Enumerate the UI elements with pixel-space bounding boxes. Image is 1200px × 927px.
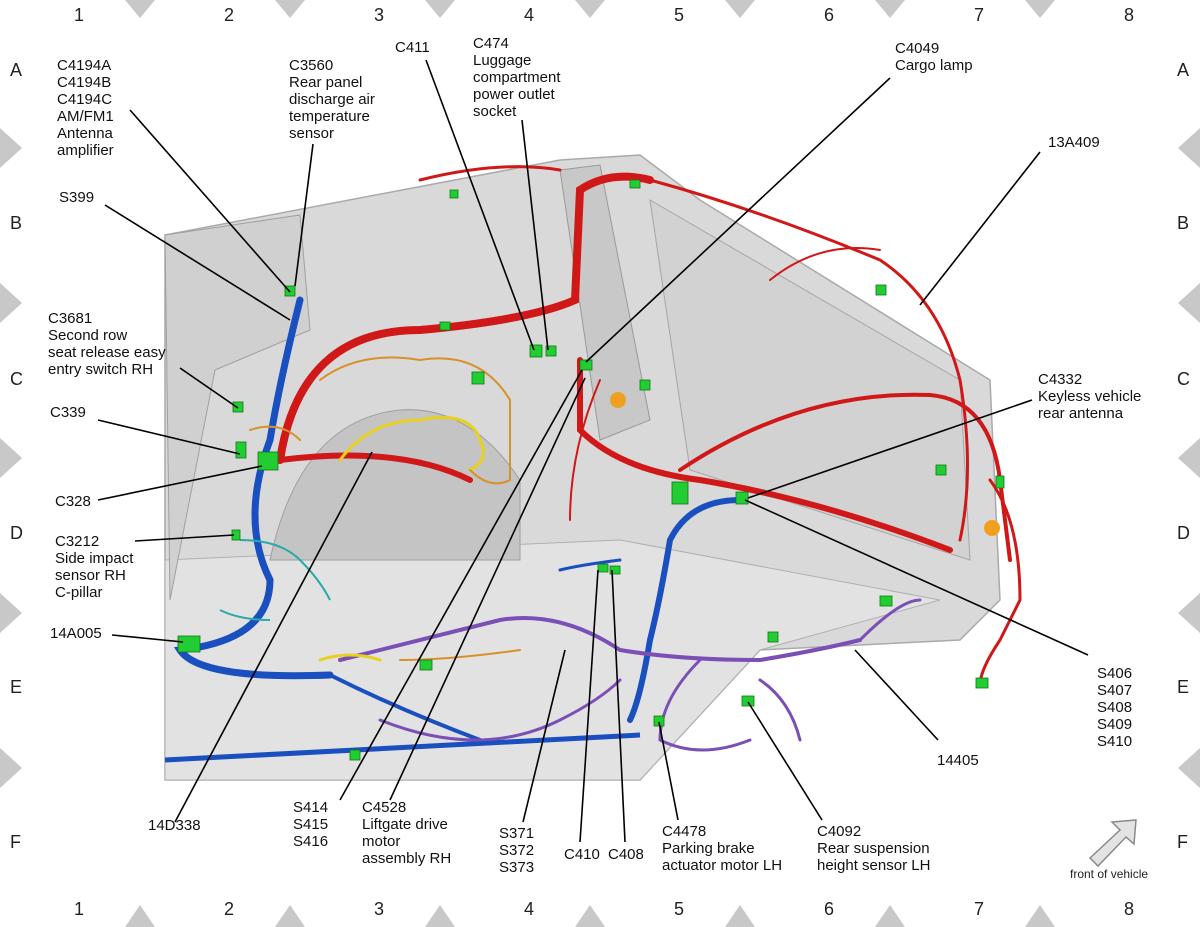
row-label-right-c: C xyxy=(1177,369,1190,389)
label-c4332: C4332 Keyless vehicle rear antenna xyxy=(1038,371,1142,422)
column-label-bottom-7: 7 xyxy=(974,899,985,919)
column-label-bottom-6: 6 xyxy=(824,899,835,919)
label-14a005: 14A005 xyxy=(50,625,102,642)
label-c4528: C4528 Liftgate drive motor assembly RH xyxy=(362,799,452,867)
row-label-left-a: A xyxy=(10,60,23,80)
row-label-left-d: D xyxy=(10,523,23,543)
column-label-top-8: 8 xyxy=(1124,5,1135,25)
row-label-right-b: B xyxy=(1177,213,1190,233)
label-c410: C410 xyxy=(564,846,600,863)
column-label-bottom-3: 3 xyxy=(374,899,385,919)
row-label-left-f: F xyxy=(10,832,21,852)
label-c3560: C3560 Rear panel discharge air temperatu… xyxy=(289,57,375,142)
column-label-top-6: 6 xyxy=(824,5,835,25)
label-13a409: 13A409 xyxy=(1048,134,1100,151)
row-label-right-e: E xyxy=(1177,677,1190,697)
row-label-left-b: B xyxy=(10,213,23,233)
column-label-bottom-2: 2 xyxy=(224,899,235,919)
harness-blue xyxy=(173,296,743,742)
label-14d338: 14D338 xyxy=(148,817,201,834)
column-label-bottom-1: 1 xyxy=(74,899,85,919)
label-s371-s373: S371 S372 S373 xyxy=(499,825,535,876)
label-c3212: C3212 Side impact sensor RH C-pillar xyxy=(55,533,134,601)
front-of-vehicle-label: front of vehicle xyxy=(1070,867,1149,881)
label-c474: C474 Luggage compartment power outlet so… xyxy=(473,35,561,120)
column-label-top-4: 4 xyxy=(524,5,535,25)
orange-components xyxy=(610,392,1000,536)
harness-purple xyxy=(338,598,922,752)
column-label-bottom-4: 4 xyxy=(524,899,535,919)
vehicle-body xyxy=(164,154,1001,781)
front-arrow-icon xyxy=(1088,819,1137,868)
row-label-left-e: E xyxy=(10,677,23,697)
harness-teal xyxy=(219,539,331,621)
label-c4049: C4049 Cargo lamp xyxy=(895,40,973,74)
label-c328: C328 xyxy=(55,493,91,510)
column-label-top-5: 5 xyxy=(674,5,685,25)
label-c4194: C4194A C4194B C4194C AM/FM1 Antenna ampl… xyxy=(57,57,114,159)
harness-yellow xyxy=(318,416,485,662)
column-label-bottom-8: 8 xyxy=(1124,899,1135,919)
row-label-right-d: D xyxy=(1177,523,1190,543)
row-label-right-f: F xyxy=(1177,832,1188,852)
label-c411: C411 xyxy=(395,39,430,56)
label-c4478: C4478 Parking brake actuator motor LH xyxy=(662,823,783,874)
label-14405: 14405 xyxy=(937,752,979,769)
column-label-top-3: 3 xyxy=(374,5,385,25)
label-s414-s416: S414 S415 S416 xyxy=(293,799,329,850)
connectors xyxy=(177,179,1005,761)
row-label-left-c: C xyxy=(10,369,23,389)
label-c408: C408 xyxy=(608,846,644,863)
label-c339: C339 xyxy=(50,404,86,421)
label-c4092: C4092 Rear suspension height sensor LH xyxy=(817,823,931,874)
column-label-top-7: 7 xyxy=(974,5,985,25)
label-c3681: C3681 Second row seat release easy entry… xyxy=(48,310,166,378)
row-label-right-a: A xyxy=(1177,60,1190,80)
label-s406-s410: S406 S407 S408 S409 S410 xyxy=(1097,665,1133,750)
column-label-top-1: 1 xyxy=(74,5,85,25)
column-label-top-2: 2 xyxy=(224,5,235,25)
leader-lines xyxy=(97,59,1089,843)
label-s399: S399 xyxy=(59,189,95,206)
column-label-bottom-5: 5 xyxy=(674,899,685,919)
